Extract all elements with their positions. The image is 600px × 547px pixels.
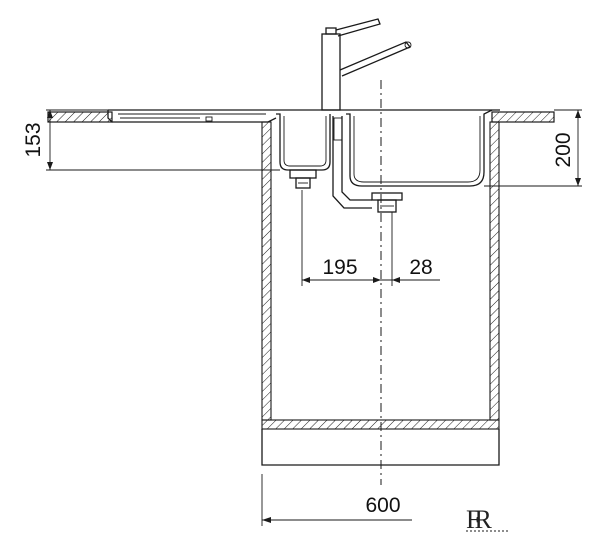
countertop-left bbox=[47, 111, 113, 123]
dimension-153-label: 153 bbox=[22, 122, 45, 157]
dimension-600-label: 600 bbox=[365, 494, 400, 517]
brand-logo: FR bbox=[466, 505, 508, 534]
dimension-200-label: 200 bbox=[552, 132, 575, 167]
countertop-right bbox=[491, 111, 555, 123]
dimension-28-label: 28 bbox=[409, 256, 432, 279]
dimension-153: 153 bbox=[22, 109, 280, 171]
dimension-200: 200 bbox=[484, 109, 582, 187]
cabinet-left-wall bbox=[261, 121, 272, 421]
cabinet-right-wall bbox=[489, 121, 500, 421]
faucet bbox=[321, 18, 412, 111]
sink-drainboard bbox=[107, 109, 500, 123]
small-bowl bbox=[276, 113, 331, 189]
dimension-600: 600 bbox=[261, 474, 412, 526]
large-bowl bbox=[346, 109, 493, 213]
dimension-195-label: 195 bbox=[322, 256, 357, 279]
dimension-195: 195 bbox=[301, 190, 381, 286]
brand-logo-text: FR bbox=[466, 505, 492, 534]
overflow-pipe bbox=[332, 116, 372, 209]
dimension-28: 28 bbox=[381, 212, 440, 286]
